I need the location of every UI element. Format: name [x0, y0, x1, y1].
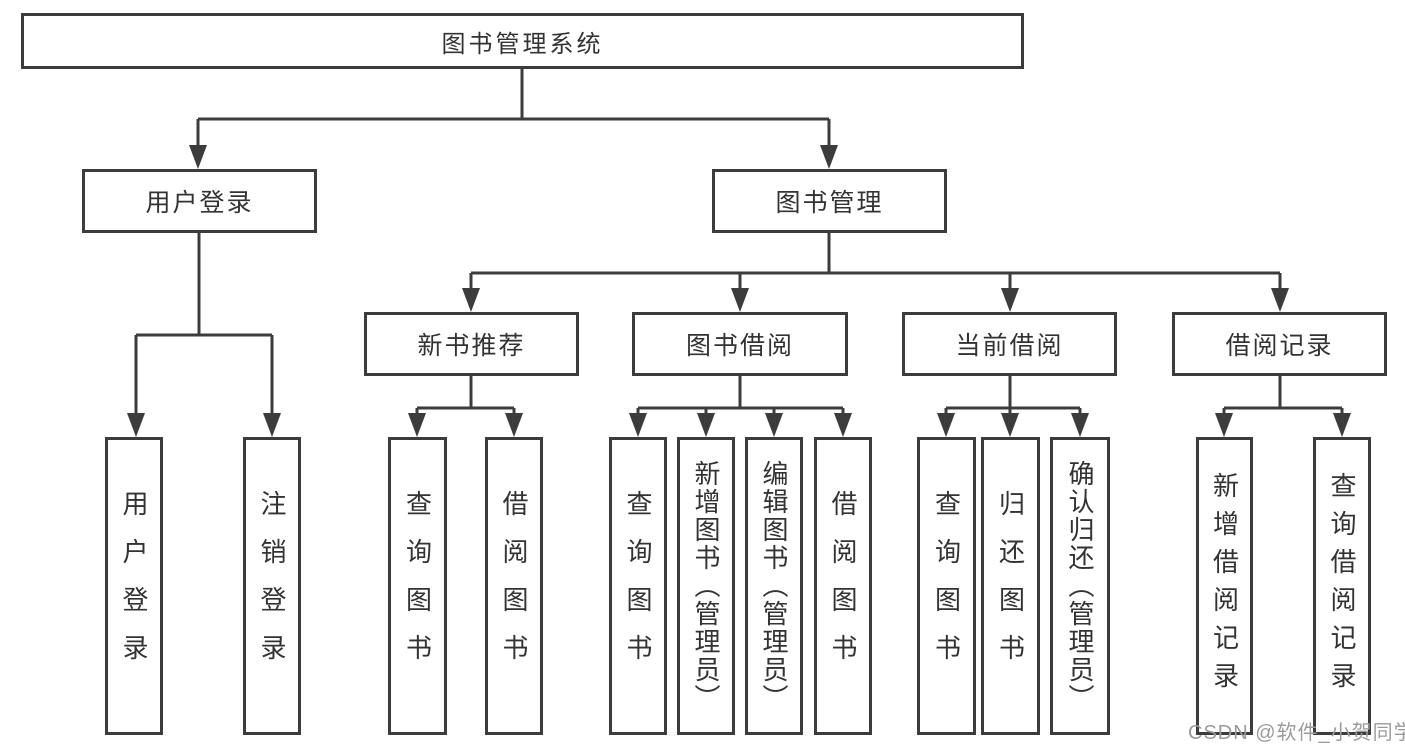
- leaf-label: 新增借阅记录: [1209, 472, 1240, 700]
- arrowhead: [462, 288, 480, 312]
- leaf-query-books-recommend: 查询图书: [388, 437, 447, 735]
- leaf-label: 查询图书: [931, 490, 962, 682]
- arrowhead: [505, 413, 523, 437]
- leaf-label: 用户登录: [119, 490, 149, 682]
- arrowhead: [408, 413, 426, 437]
- node-current-borrow: 当前借阅: [902, 312, 1117, 376]
- arrowhead: [263, 413, 281, 437]
- leaf-logout-login: 注销登录: [243, 437, 301, 735]
- leaf-query-books-current: 查询图书: [917, 437, 976, 735]
- node-label: 用户登录: [145, 189, 254, 217]
- leaf-label: 注销登录: [257, 490, 287, 682]
- node-user-login: 用户登录: [82, 169, 317, 233]
- arrowhead: [1001, 413, 1019, 437]
- leaf-add-book-admin: 新增图书（管理员）: [677, 437, 735, 735]
- leaf-label: 查询图书: [623, 490, 653, 682]
- arrowhead: [1333, 413, 1351, 437]
- arrowhead: [697, 413, 715, 437]
- arrowhead: [834, 413, 852, 437]
- leaf-user-login: 用户登录: [105, 437, 163, 735]
- leaf-label: 编辑图书（管理员）: [759, 460, 789, 712]
- connector-user-login: [134, 231, 274, 415]
- arrowhead: [937, 413, 955, 437]
- csdn-watermark: CSDN @软件_小贺同学: [1188, 722, 1405, 744]
- leaf-return-books: 归还图书: [981, 437, 1040, 735]
- arrowhead: [1271, 288, 1289, 312]
- leaf-label: 查询借阅记录: [1327, 472, 1357, 700]
- arrowhead: [189, 145, 207, 169]
- arrowhead: [731, 288, 749, 312]
- node-new-book-recommend: 新书推荐: [364, 312, 579, 376]
- leaf-edit-book-admin: 编辑图书（管理员）: [745, 437, 803, 735]
- node-library-management-system: 图书管理系统: [21, 13, 1024, 69]
- leaf-borrow-books: 借阅图书: [814, 437, 872, 735]
- leaf-borrow-books-recommend: 借阅图书: [485, 437, 543, 735]
- leaf-label: 借阅图书: [499, 490, 529, 682]
- leaf-add-borrow-record: 新增借阅记录: [1196, 437, 1253, 735]
- node-label: 图书管理: [775, 189, 884, 217]
- leaf-query-borrow-record: 查询借阅记录: [1313, 437, 1371, 735]
- leaf-confirm-return-admin: 确认归还（管理员）: [1050, 437, 1110, 735]
- connector-new-book-recommend: [415, 374, 516, 415]
- node-book-management: 图书管理: [712, 169, 947, 233]
- leaf-label: 借阅图书: [828, 490, 858, 682]
- leaf-query-books-borrow: 查询图书: [609, 437, 667, 735]
- arrowhead: [1071, 413, 1089, 437]
- leaf-label: 查询图书: [402, 490, 433, 682]
- arrowhead: [765, 413, 783, 437]
- node-label: 借阅记录: [1225, 332, 1334, 360]
- node-borrow-records: 借阅记录: [1172, 312, 1387, 376]
- arrowhead: [1001, 288, 1019, 312]
- arrowhead: [820, 145, 838, 169]
- connector-root: [196, 67, 831, 147]
- leaf-label: 确认归还（管理员）: [1065, 460, 1095, 712]
- node-book-borrow: 图书借阅: [632, 312, 848, 376]
- node-label: 当前借阅: [955, 332, 1064, 360]
- connector-book-management: [469, 231, 1282, 290]
- arrowhead: [1215, 413, 1233, 437]
- leaf-label: 归还图书: [995, 490, 1026, 682]
- connector-book-borrow: [636, 374, 845, 415]
- node-label: 图书借阅: [685, 332, 794, 360]
- connector-current-borrow: [944, 374, 1082, 415]
- leaf-label: 新增图书（管理员）: [691, 460, 721, 712]
- node-label: 图书管理系统: [441, 30, 604, 58]
- arrowhead: [629, 413, 647, 437]
- node-label: 新书推荐: [417, 332, 526, 360]
- connector-borrow-records: [1222, 374, 1344, 415]
- arrowhead: [127, 413, 145, 437]
